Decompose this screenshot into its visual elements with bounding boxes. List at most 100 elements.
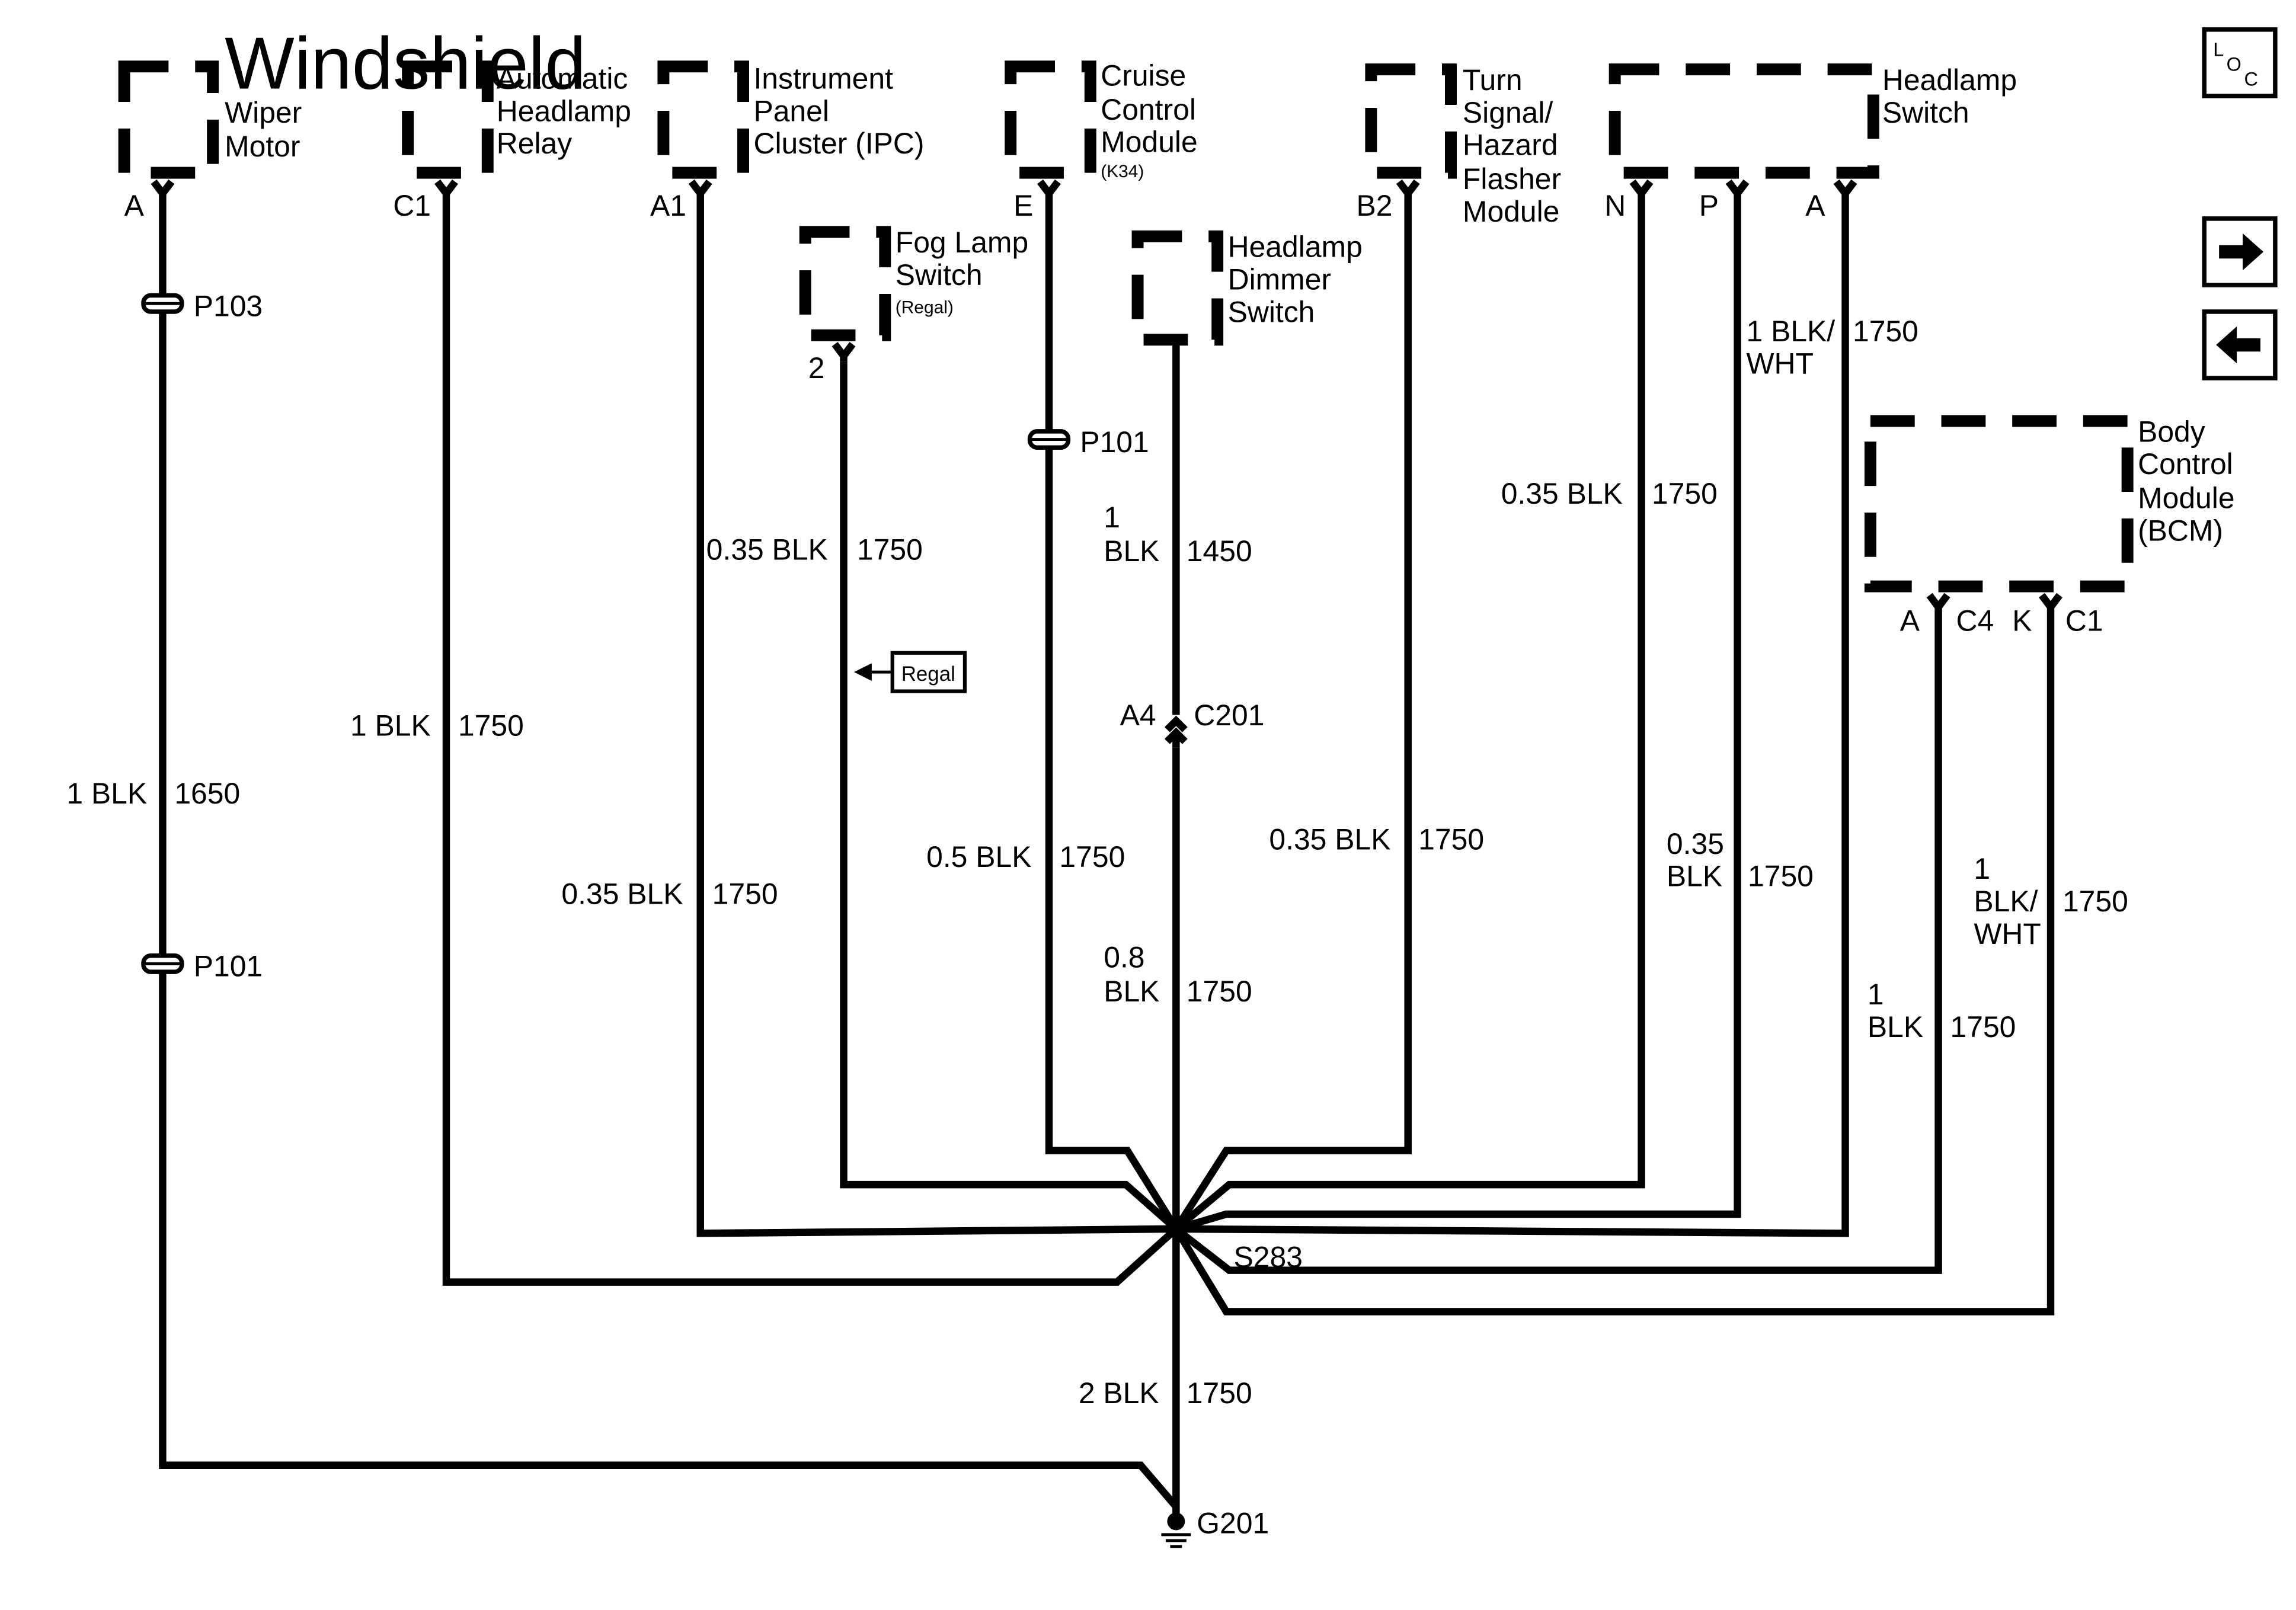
relay-pin: C1 [393, 189, 431, 222]
wire-bcm-c1-gauge-3: WHT [1974, 917, 2041, 950]
loc-button[interactable]: L O C [2202, 27, 2278, 98]
wire-wiper-circuit: 1650 [174, 777, 240, 810]
dimmer-label-3: Switch [1228, 295, 1315, 328]
wire-dimmer-upper-gauge-1: 1 [1104, 501, 1120, 534]
connector-p103: P103 [141, 289, 263, 322]
wire-hs-n-circuit: 1750 [1652, 477, 1718, 510]
p101-left-label: P101 [194, 950, 263, 983]
fog-lamp-switch: Fog Lamp Switch (Regal) 2 [799, 226, 1028, 385]
headlamp-switch-pin-a: A [1805, 189, 1825, 222]
bcm-pin-a: A [1900, 604, 1920, 637]
cruise-label-2: Control [1101, 93, 1196, 126]
wire-dimmer-lower-gauge-2: BLK [1104, 975, 1159, 1008]
wire-dimmer-upper-circuit: 1450 [1187, 534, 1252, 568]
cruise-label-1: Cruise [1101, 59, 1186, 92]
splice-label: S283 [1234, 1241, 1303, 1274]
fog-pin: 2 [808, 351, 825, 385]
ipc-label-2: Panel [753, 94, 829, 127]
fog-label-1: Fog Lamp [896, 226, 1028, 259]
body-control-module: Body Control Module (BCM) A C4 K C1 [1864, 415, 2235, 637]
turn-label-5: Module [1463, 195, 1559, 228]
wire-hs-n-gauge: 0.35 BLK [1501, 477, 1623, 510]
wire-relay-gauge: 1 BLK [350, 709, 431, 742]
turn-signal-hazard-flasher-module: Turn Signal/ Hazard Flasher Module B2 [1356, 63, 1561, 228]
cruise-sub-label: (K34) [1101, 162, 1144, 181]
wire-dimmer-upper-gauge-2: BLK [1104, 534, 1159, 568]
wiper-motor-label-2: Wiper [225, 96, 302, 129]
headlamp-switch-pin-n: N [1604, 189, 1626, 222]
wire-bcm-a-circuit: 1750 [1950, 1010, 2016, 1044]
bcm-pin-c4: C4 [1956, 604, 1994, 637]
wire-hs-p-upper-gauge-2: WHT [1747, 347, 1814, 380]
bcm-label-3: Module [2138, 481, 2234, 514]
splice-s283: S283 [1167, 1219, 1303, 1274]
fog-sub-label: (Regal) [896, 297, 954, 317]
turn-label-4: Flasher [1463, 162, 1561, 196]
wire-hs-p [1175, 199, 1741, 1233]
dimmer-label-1: Headlamp [1228, 231, 1363, 264]
c201-label: C201 [1194, 699, 1264, 732]
wire-fog [840, 361, 1179, 1232]
connector-c201: A4 C201 [1120, 699, 1264, 748]
wires [159, 199, 2055, 1522]
wire-turn [1173, 199, 1412, 1231]
cruise-pin: E [1013, 189, 1033, 222]
headlamp-switch-label-2: Switch [1882, 96, 1969, 129]
wire-turn-circuit: 1750 [1418, 822, 1484, 856]
turn-label-3: Hazard [1463, 129, 1558, 162]
relay-label-2: Headlamp [497, 94, 631, 127]
wire-hs-p-lower-gauge-1: 0.35 [1667, 827, 1724, 860]
ground-g201: G201 [1161, 1506, 1269, 1548]
wire-dimmer-lower-gauge-1: 0.8 [1104, 941, 1144, 974]
turn-label-1: Turn [1463, 63, 1523, 97]
headlamp-switch-pin-p: P [1699, 189, 1719, 222]
ipc-pin: A1 [650, 189, 686, 222]
arrow-right-icon [2219, 233, 2263, 271]
wire-bcm-a [1173, 613, 1942, 1274]
wire-relay [442, 199, 1179, 1286]
wire-ground-circuit: 1750 [1187, 1377, 1252, 1410]
wire-wiper-gauge: 1 BLK [66, 777, 147, 810]
wire-bcm-c1-gauge-2: BLK/ [1974, 885, 2038, 918]
turn-pin: B2 [1356, 189, 1392, 222]
ground-label: G201 [1197, 1506, 1269, 1539]
wire-relay-circuit: 1750 [458, 709, 524, 742]
headlamp-dimmer-switch: Headlamp Dimmer Switch [1131, 231, 1363, 346]
loc-letter-l: L [2213, 39, 2224, 60]
relay-label-1: Automatic [497, 62, 628, 95]
wire-cruise [1045, 199, 1179, 1231]
wiper-motor-label-3: Motor [225, 130, 300, 163]
loc-letter-c: C [2244, 69, 2258, 90]
connector-p101-left: P101 [141, 950, 263, 983]
ipc-label-3: Cluster (IPC) [753, 127, 924, 160]
ipc-label-1: Instrument [753, 62, 893, 95]
bcm-pin-c1: C1 [2065, 604, 2103, 637]
dimmer-label-2: Dimmer [1228, 263, 1331, 296]
previous-page-button[interactable] [2202, 309, 2278, 380]
wire-hs-p-upper-circuit: 1750 [1853, 315, 1918, 348]
wire-hs-p-lower-circuit: 1750 [1748, 860, 1814, 893]
p103-label: P103 [194, 289, 263, 322]
wire-turn-gauge: 0.35 BLK [1269, 822, 1390, 856]
wire-bcm-c1-gauge-1: 1 [1974, 852, 1990, 885]
next-page-button[interactable] [2202, 216, 2278, 287]
wiper-motor-pin: A [124, 189, 145, 222]
headlamp-switch-label-1: Headlamp [1882, 63, 2017, 97]
cruise-control-module: Cruise Control Module (K34) E [1005, 59, 1198, 222]
bcm-label-4: (BCM) [2138, 514, 2223, 547]
cruise-label-3: Module [1101, 126, 1197, 159]
wire-bcm-c1 [1173, 613, 2055, 1315]
instrument-panel-cluster: Instrument Panel Cluster (IPC) A1 [650, 60, 924, 222]
wire-wiper [159, 199, 1179, 1509]
wire-hs-p-upper-gauge-1: 1 BLK/ [1747, 315, 1835, 348]
wire-fog-circuit: 1750 [857, 533, 923, 566]
wire-hs-a [1176, 199, 1849, 1237]
p101-cruise-label: P101 [1080, 425, 1149, 459]
bcm-label-1: Body [2138, 415, 2205, 448]
turn-label-2: Signal/ [1463, 96, 1553, 129]
bcm-label-2: Control [2138, 447, 2233, 481]
wire-cruise-gauge: 0.5 BLK [926, 840, 1031, 873]
regal-callout: Regal [853, 651, 967, 693]
headlamp-switch: Headlamp Switch N P A [1604, 63, 2017, 222]
